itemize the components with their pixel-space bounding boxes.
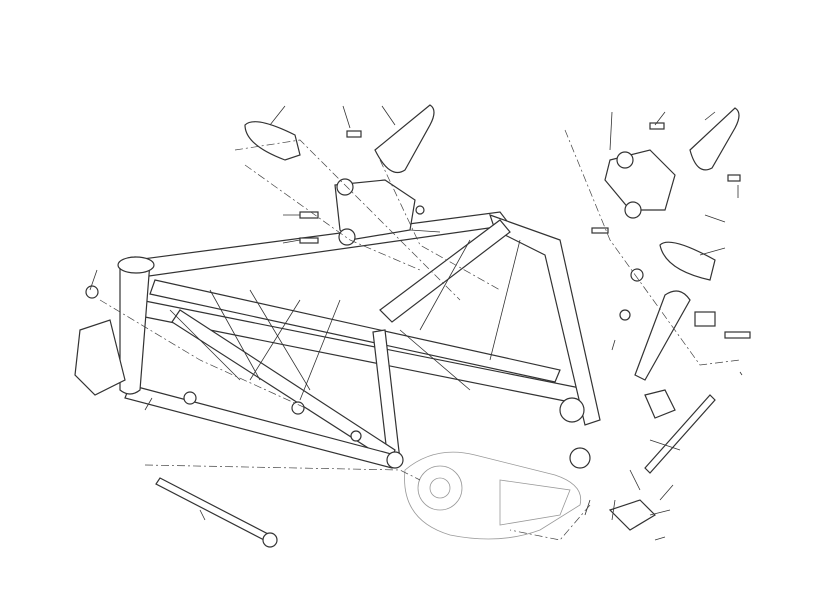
shift-lever-arm xyxy=(634,290,691,381)
nut xyxy=(85,285,99,299)
bushing xyxy=(694,311,716,327)
right-footpeg xyxy=(659,241,716,281)
gear-shift-lever xyxy=(608,268,751,531)
swingarm-pivot-bolt xyxy=(155,477,278,548)
nut xyxy=(619,309,631,321)
bolt-head xyxy=(350,430,362,442)
engine-ghost xyxy=(404,451,582,540)
leader-lines xyxy=(89,105,743,541)
right-heel-guard xyxy=(689,107,740,171)
washer xyxy=(630,268,644,282)
left-footpeg xyxy=(244,121,301,161)
mid-rail xyxy=(149,279,561,383)
pivot-boss xyxy=(386,451,404,469)
rear-pivot-boss xyxy=(559,397,585,423)
lower-rail xyxy=(134,299,591,406)
shift-peg xyxy=(644,389,676,419)
nut xyxy=(415,205,425,215)
bolt xyxy=(727,174,741,182)
left-footpeg-assembly xyxy=(244,104,435,246)
assembly-lines xyxy=(99,129,741,541)
left-heel-guard xyxy=(374,104,435,174)
steering-head xyxy=(119,256,151,395)
main-frame xyxy=(74,211,601,469)
bolt-head xyxy=(183,391,197,405)
right-footpeg-bracket xyxy=(604,149,676,211)
pin xyxy=(299,237,319,244)
shift-linkage xyxy=(608,499,656,531)
bolt xyxy=(724,331,751,339)
pin xyxy=(591,227,609,234)
bolt xyxy=(346,130,362,138)
lower-pivot-boss xyxy=(569,447,591,469)
steering-head-top xyxy=(117,256,155,274)
frame-side-plate xyxy=(74,319,126,396)
bolt-head xyxy=(291,401,305,415)
bolt xyxy=(649,122,665,130)
shift-rod xyxy=(644,394,716,474)
rear-diagonal xyxy=(379,219,511,323)
right-footpeg-assembly xyxy=(591,107,741,281)
